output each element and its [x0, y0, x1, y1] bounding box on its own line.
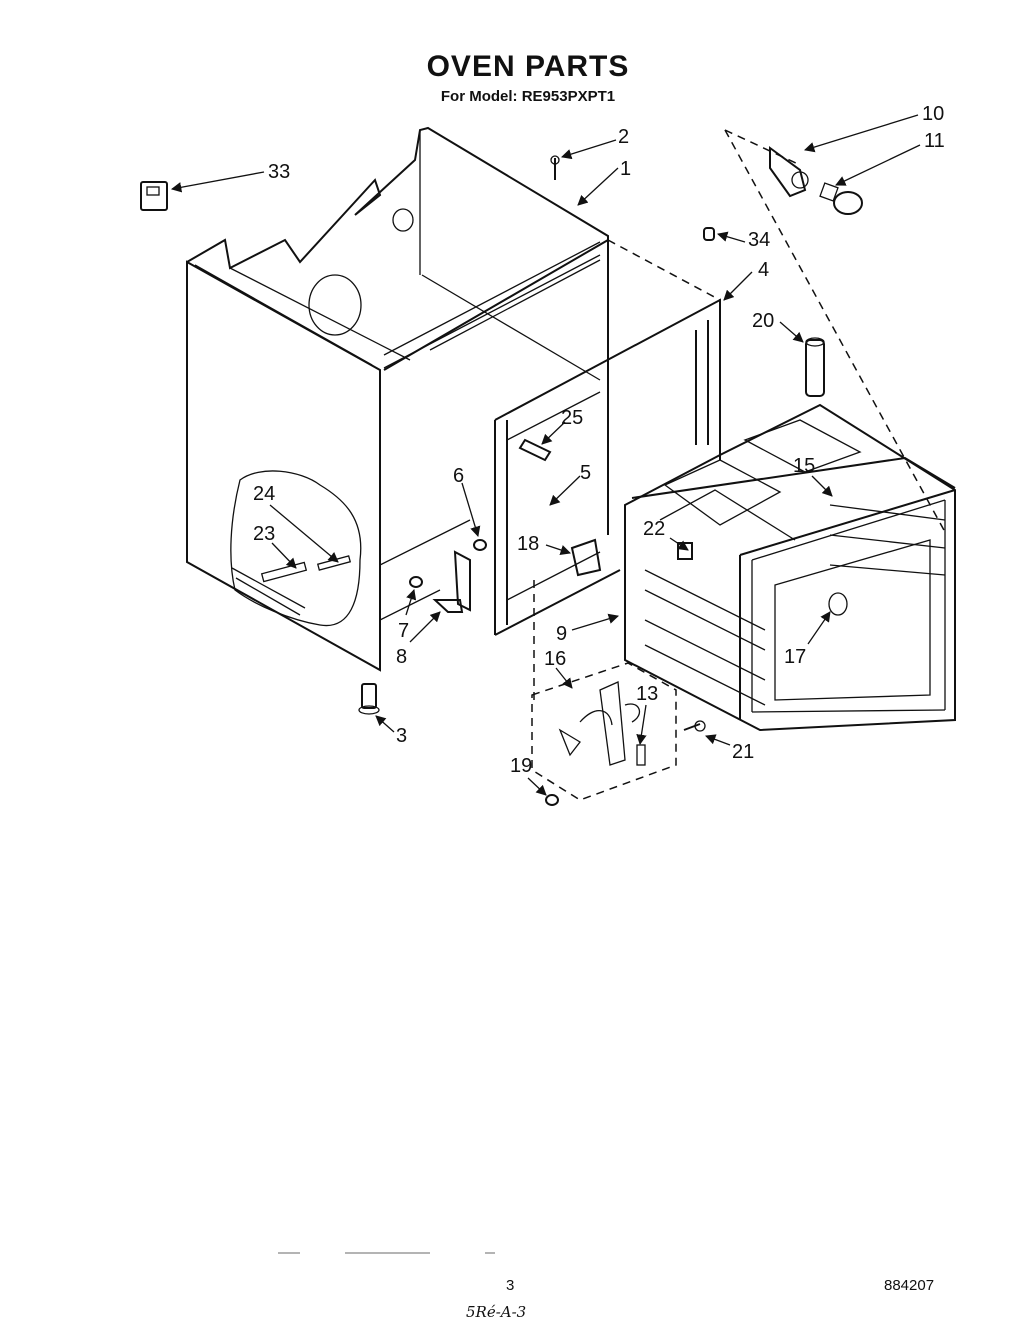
- part-code: 884207: [884, 1277, 935, 1294]
- callout-6: 6: [453, 465, 464, 487]
- page-number: 3: [506, 1277, 515, 1294]
- callout-34: 34: [748, 229, 770, 251]
- handwritten-note: 5Ré-A-3: [466, 1303, 527, 1321]
- callout-20: 22: [643, 518, 665, 540]
- callout-22: 19: [510, 755, 532, 777]
- model-subtitle: For Model: RE953PXPT1: [440, 88, 616, 105]
- callout-25: 25: [561, 407, 583, 429]
- callout-23: 23: [253, 523, 275, 545]
- callout-15: 15: [793, 455, 815, 477]
- burner-assembly: [531, 580, 677, 801]
- callout-8: 8: [396, 646, 407, 668]
- callout-18: 18: [517, 533, 539, 555]
- page-title: OVEN PARTS: [426, 50, 630, 83]
- callout-33: 33: [268, 161, 290, 183]
- oven-cavity: [624, 403, 956, 732]
- callout-11: 11: [924, 130, 945, 152]
- callout-19: 20: [752, 310, 774, 332]
- callout-10: 10: [922, 103, 944, 125]
- side-panel-cutaway: [230, 470, 362, 627]
- callout-3: 3: [396, 725, 407, 747]
- callout-24: 24: [253, 483, 275, 505]
- callout-2: 2: [618, 126, 629, 148]
- callout-labels: 33 2 1 10 11 34 4 20 15 25 5 6 18 22 24 …: [253, 103, 945, 777]
- callout-1: 1: [620, 158, 631, 180]
- callout-9: 9: [556, 623, 567, 645]
- cabinet-body: [186, 126, 609, 672]
- callout-4: 4: [758, 259, 769, 281]
- callout-5: 5: [580, 462, 591, 484]
- callout-16: 16: [544, 648, 566, 670]
- callout-17: 17: [784, 646, 806, 668]
- small-parts: [140, 146, 863, 806]
- callout-21: 21: [732, 741, 754, 763]
- callout-13: 13: [636, 683, 658, 705]
- leader-arrows: [170, 114, 921, 796]
- callout-7: 7: [398, 620, 409, 642]
- front-frame: [494, 239, 721, 636]
